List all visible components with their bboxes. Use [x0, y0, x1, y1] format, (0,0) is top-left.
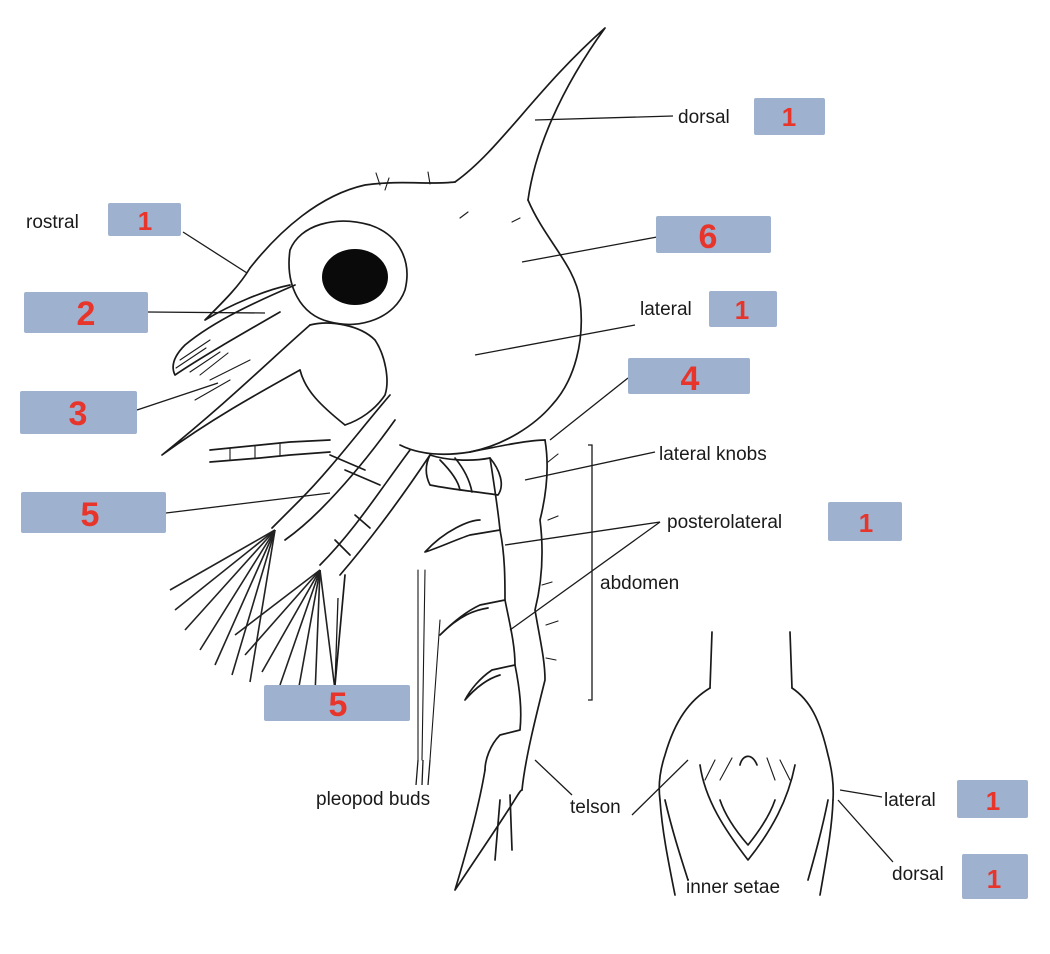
answer-value: 1: [987, 864, 1001, 894]
label-abdomen: abdomen: [600, 573, 679, 594]
eye-pupil: [322, 249, 388, 305]
answer-box-lateral-carapace[interactable]: 1: [709, 291, 777, 327]
larva-illustration: [161, 27, 606, 891]
answer-box-posterolateral[interactable]: 1: [828, 502, 902, 541]
answer-box-5-lower[interactable]: 5: [264, 685, 410, 724]
answer-box-3[interactable]: 3: [20, 391, 137, 434]
label-pleopod-buds: pleopod buds: [316, 789, 430, 810]
answer-value: 3: [69, 395, 88, 433]
abdomen-body: [424, 439, 559, 891]
label-telson: telson: [570, 797, 621, 818]
answer-value: 1: [986, 786, 1000, 816]
text-labels: dorsal rostral lateral lateral knobs pos…: [26, 107, 944, 898]
label-dorsal-telson: dorsal: [892, 864, 944, 885]
telson-notch: [699, 764, 796, 861]
antenna: [161, 324, 311, 456]
telson-detail: [658, 631, 835, 896]
answer-box-2[interactable]: 2: [24, 292, 148, 333]
maxilliped-1: [209, 439, 331, 463]
label-posterolateral: posterolateral: [667, 512, 782, 533]
setae-fan-1: [169, 529, 276, 683]
maxilliped-2: [271, 394, 396, 541]
leader-lines: [136, 115, 894, 863]
label-lateral-carapace: lateral: [640, 299, 692, 320]
answer-value: 1: [859, 508, 873, 538]
answer-value: 5: [329, 686, 348, 724]
answer-box-dorsal-telson[interactable]: 1: [962, 854, 1028, 899]
eye-outline: [288, 220, 408, 326]
rostrum: [204, 267, 291, 321]
answer-box-4[interactable]: 4: [628, 358, 750, 398]
maxilliped-3: [319, 449, 431, 576]
answer-box-lateral-telson[interactable]: 1: [957, 780, 1028, 818]
answer-value: 4: [681, 360, 700, 398]
label-lateral-telson: lateral: [884, 790, 936, 811]
answer-value: 6: [699, 218, 718, 256]
dorsal-spine: [454, 27, 606, 201]
answer-boxes[interactable]: 1 1 2 3 5 6 1 4: [20, 98, 1028, 899]
answer-box-5-upper[interactable]: 5: [21, 492, 166, 534]
answer-value: 1: [735, 295, 749, 325]
answer-box-dorsal-top[interactable]: 1: [754, 98, 825, 135]
answer-value: 5: [81, 496, 100, 534]
antennule: [172, 284, 296, 376]
answer-value: 2: [77, 295, 96, 333]
setae-fan-2: [234, 569, 336, 696]
label-inner-setae: inner setae: [686, 877, 780, 898]
carapace: [249, 181, 583, 456]
answer-value: 1: [138, 206, 152, 236]
answer-value: 1: [782, 102, 796, 132]
label-rostral: rostral: [26, 212, 79, 233]
label-dorsal-top: dorsal: [678, 107, 730, 128]
answer-box-rostral[interactable]: 1: [108, 203, 181, 236]
answer-box-6[interactable]: 6: [656, 216, 771, 256]
label-lateral-knobs: lateral knobs: [659, 444, 767, 465]
